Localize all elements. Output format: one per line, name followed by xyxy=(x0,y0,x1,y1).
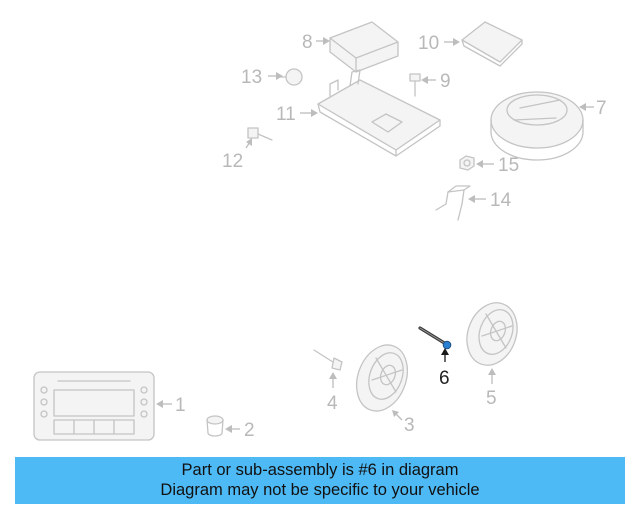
callout-13: 13 xyxy=(241,67,262,88)
leader-14 xyxy=(468,195,486,203)
part-4-pin xyxy=(313,349,343,371)
part-12-bolt xyxy=(247,127,273,141)
callout-14: 14 xyxy=(490,190,512,211)
leader-12 xyxy=(245,138,252,149)
caption-banner: Part or sub-assembly is #6 in diagram Di… xyxy=(15,457,625,504)
part-10-cover xyxy=(461,21,523,67)
callout-8: 8 xyxy=(302,32,313,53)
part-8-module xyxy=(329,21,399,73)
callout-15: 15 xyxy=(498,155,519,176)
part-9-bolt xyxy=(409,73,421,97)
part-14-bracket xyxy=(435,185,471,221)
leader-3 xyxy=(392,410,403,421)
caption-line-2: Diagram may not be specific to your vehi… xyxy=(160,481,480,499)
callout-11: 11 xyxy=(276,104,296,125)
part-13-clip xyxy=(279,68,303,86)
callout-10: 10 xyxy=(418,33,439,54)
part-2-cup xyxy=(206,415,224,437)
leader-13 xyxy=(268,72,283,80)
callout-6: 6 xyxy=(439,368,450,389)
leader-9 xyxy=(421,76,436,84)
callout-3: 3 xyxy=(404,415,415,436)
part-7-subwoofer xyxy=(490,91,584,161)
part-11-bracket xyxy=(317,69,441,157)
callout-9: 9 xyxy=(440,71,451,92)
leader-11 xyxy=(300,109,318,117)
part-15-nut xyxy=(459,155,475,171)
part-5-speaker xyxy=(466,302,518,366)
leader-5 xyxy=(488,368,496,384)
leader-6 xyxy=(441,348,449,362)
part-6-bolt xyxy=(418,326,452,350)
leader-1 xyxy=(156,400,172,408)
leader-4 xyxy=(329,372,337,388)
caption-line-1: Part or sub-assembly is #6 in diagram xyxy=(181,461,459,479)
callout-2: 2 xyxy=(244,420,255,441)
part-1-radio xyxy=(33,371,155,441)
part-3-speaker xyxy=(355,344,409,412)
callout-1: 1 xyxy=(175,395,186,416)
leader-7 xyxy=(579,103,594,111)
callout-4: 4 xyxy=(327,393,338,414)
leader-8 xyxy=(316,37,330,45)
callout-12: 12 xyxy=(222,151,243,172)
leader-15 xyxy=(476,160,494,168)
leader-2 xyxy=(225,425,240,433)
callout-7: 7 xyxy=(596,98,607,119)
leader-10 xyxy=(444,38,460,46)
callout-5: 5 xyxy=(486,388,497,409)
